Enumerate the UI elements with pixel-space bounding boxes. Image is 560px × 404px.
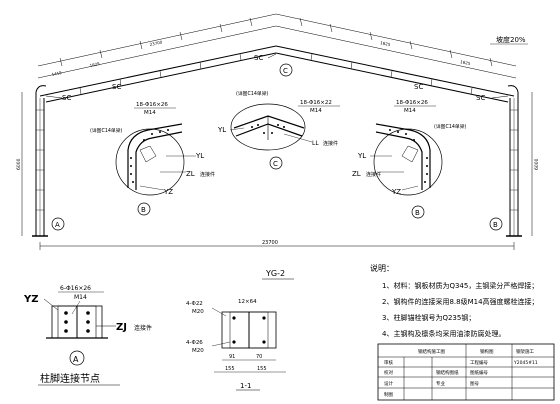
section-title: 1-1	[240, 382, 251, 390]
section-bottom-left-grade: M20	[192, 348, 204, 354]
tb-r11: 图号	[470, 381, 479, 387]
section-1-1: 4-Φ22 M20 12×64 4-Φ26 M20 91 70 155 155 …	[186, 299, 286, 391]
ridge-marker-label: C	[283, 67, 288, 75]
detail-center: (详图C14单梁) 18-Φ16×22 M14 YL LL 连接件 C	[217, 90, 340, 170]
base-zj: ZJ	[116, 322, 127, 333]
detail-left-ref: (详图C14单梁)	[90, 127, 123, 134]
detail-right-zl: ZL	[352, 170, 361, 178]
main-frame: 23700 1415 1625 1625 1625	[16, 13, 540, 280]
tb-r4: 校对	[384, 369, 393, 376]
tb-r7: 工程编号	[470, 359, 488, 366]
note-item-4: 4、主钢构及檩条均采用油漆防腐处理。	[382, 329, 505, 338]
notes-heading: 说明：	[370, 263, 394, 273]
detail-center-circle: C	[273, 160, 278, 168]
detail-right-yl: YL	[357, 152, 366, 160]
height-dim-left: 6000	[16, 158, 22, 170]
top-dim-5: 1625	[460, 59, 471, 66]
detail-right-grade: M14	[404, 108, 416, 114]
tb-r13: 钢架施工	[516, 348, 534, 355]
base-bolts: 6-Φ16×26	[60, 285, 91, 292]
note-item-3: 3、柱脚锚栓钢号为Q235钢；	[382, 313, 475, 322]
base-zj-note: 连接件	[134, 324, 152, 332]
top-dim-1: 23700	[149, 39, 163, 47]
axis-marker-right: B	[489, 217, 503, 231]
section-dim-70: 70	[256, 354, 262, 360]
ridge-detail-marker: C	[279, 63, 293, 77]
sc-label-left-corner: SC	[62, 94, 71, 102]
detail-left-zl: ZL	[186, 170, 195, 178]
sc-label-right-corner: SC	[476, 94, 485, 102]
section-top-left: 4-Φ22	[186, 301, 203, 307]
section-dim-91: 91	[229, 354, 235, 360]
detail-center-grade: M14	[310, 108, 322, 114]
detail-right: 18-Φ16×26 M14 (详图C14单梁) YL ZL 连接件 YZ B	[352, 100, 467, 219]
section-top-left-grade: M20	[192, 309, 204, 315]
top-dim-4: 1625	[380, 40, 391, 47]
detail-right-circle: B	[415, 209, 420, 217]
detail-center-ll: LL	[312, 140, 319, 147]
span-dimension: 23700	[39, 240, 515, 250]
sc-label-ridge: SC	[254, 54, 263, 62]
tb-r6: 制图	[384, 391, 393, 398]
base-circle: A	[73, 355, 79, 364]
slope-note: 坡度20%	[496, 35, 526, 44]
detail-center-ll-note: 连接件	[323, 140, 338, 147]
base-yz: YZ	[23, 294, 39, 305]
detail-right-ref: (详图C14单梁)	[434, 123, 467, 130]
tb-r9: 钢结构图纸	[436, 369, 459, 376]
base-title: 柱脚连接节点	[40, 372, 100, 385]
section-dim-155b: 155	[257, 366, 267, 372]
detail-right-yz: YZ	[391, 188, 401, 196]
height-dimension: 6000 6000	[16, 92, 540, 236]
sc-label-right: SC	[414, 83, 423, 91]
axis-marker-left: A	[51, 217, 65, 231]
top-dimension-chain: 23700 1415 1625 1625 1625	[37, 13, 517, 79]
rafters	[39, 45, 515, 103]
height-dim-right: 6000	[534, 158, 540, 170]
tb-r10: 专业	[436, 380, 445, 387]
detail-left-bolts: 18-Φ16×26	[136, 102, 168, 108]
tb-r5: 设计	[384, 380, 393, 387]
detail-left-yz: YZ	[163, 188, 173, 196]
columns	[32, 85, 522, 237]
section-bottom-left: 4-Φ26	[186, 340, 203, 346]
top-dim-3: 1625	[89, 61, 100, 68]
detail-center-ref: (详图C14单梁)	[236, 90, 269, 97]
tb-r8: 图纸编号	[470, 369, 488, 376]
note-item-2: 2、钢构件的连接采用8.8级M14高强度螺栓连接；	[382, 297, 539, 306]
detail-left-yl: YL	[195, 152, 204, 160]
detail-left: 18-Φ16×26 M14 (详图C14单梁) YL ZL 连接件 YZ B	[90, 102, 215, 216]
detail-center-bolts: 18-Φ16×22	[300, 100, 332, 106]
axis-left-label: A	[55, 221, 60, 229]
tb-r1: 钢结构施工图	[418, 348, 445, 355]
sc-label-left: SC	[112, 83, 121, 91]
detail-right-zl-note: 连接件	[366, 171, 381, 178]
detail-left-grade: M14	[144, 110, 156, 116]
base-grade: M14	[74, 294, 87, 301]
notes: 说明： 1、材料：钢板材质为Q345，主钢梁分严格焊接； 2、钢构件的连接采用8…	[370, 263, 539, 338]
tb-r3: 审核	[384, 359, 393, 366]
frame-title: YG-2	[265, 269, 285, 278]
section-dim-155a: 155	[225, 366, 235, 372]
tb-r12: Y2045#11	[513, 360, 538, 366]
column-base-detail: 6-Φ16×26 M14 YZ ZJ 连接件 A 柱脚连接节点	[23, 285, 152, 386]
note-item-1: 1、材料：钢板材质为Q345，主钢梁分严格焊接；	[382, 281, 538, 290]
tb-r2: 钢构图	[480, 348, 494, 355]
top-dim-2: 1415	[51, 70, 62, 77]
title-block: 钢结构施工图 钢构图 钢架施工 审核 校对 设计 制图 工程编号 Y2045#1…	[377, 343, 555, 401]
section-top-mid: 12×64	[238, 299, 257, 305]
span-dim-label: 23700	[262, 240, 278, 246]
detail-left-zl-note: 连接件	[200, 171, 215, 178]
detail-right-bolts: 18-Φ16×26	[396, 100, 428, 106]
detail-left-circle: B	[141, 206, 146, 214]
detail-center-yl: YL	[217, 126, 226, 134]
axis-right-label: B	[493, 221, 498, 229]
